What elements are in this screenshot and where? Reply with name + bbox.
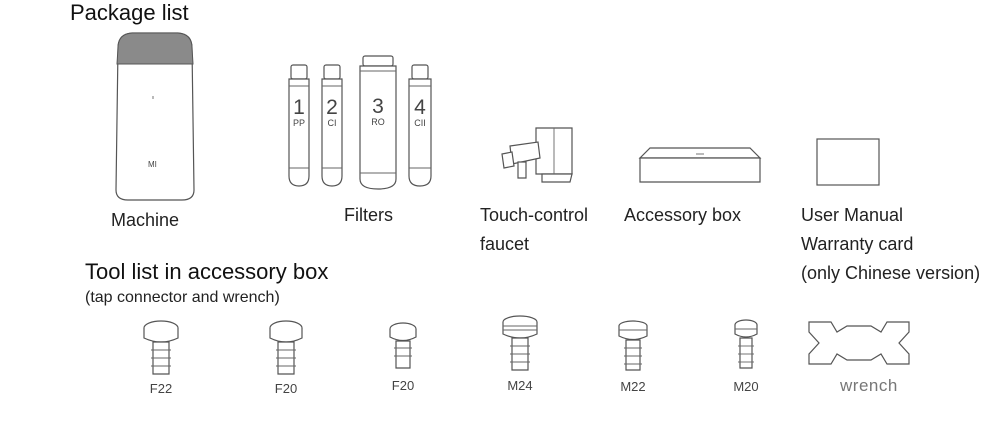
filter-icon-2: 2 CI xyxy=(321,64,343,187)
filter-code-4: CII xyxy=(414,118,426,128)
connector-label-5: M22 xyxy=(620,379,646,394)
accessory-box-label: Accessory box xyxy=(624,205,742,225)
connector-icon-m22 xyxy=(618,320,648,371)
manual-label-line2: Warranty card xyxy=(801,234,914,254)
manual-label-line3: (only Chinese version) xyxy=(801,263,981,283)
machine-icon: MI xyxy=(115,32,195,201)
connector-label-4: M24 xyxy=(507,378,533,393)
filter-code-1: PP xyxy=(293,118,305,128)
connector-icon-m20 xyxy=(734,319,758,369)
connector-icon-m24 xyxy=(502,315,538,371)
machine-logo: MI xyxy=(148,160,157,169)
tool-list-title: Tool list in accessory box xyxy=(85,259,329,284)
tool-list-subtitle: (tap connector and wrench) xyxy=(85,289,280,306)
manual-card-icon xyxy=(816,138,880,186)
machine-label: Machine xyxy=(111,210,180,230)
connector-label-6: M20 xyxy=(733,379,759,394)
faucet-label-line2: faucet xyxy=(480,234,530,254)
wrench-icon xyxy=(808,321,910,365)
filter-icon-3: 3 RO xyxy=(359,55,397,190)
wrench-label: wrench xyxy=(840,376,898,395)
filter-code-3: RO xyxy=(371,117,385,127)
filter-number-2: 2 xyxy=(326,96,338,119)
filter-code-2: CI xyxy=(328,118,337,128)
filter-number-4: 4 xyxy=(414,96,426,119)
faucet-label-line1: Touch-control xyxy=(480,205,589,225)
connector-icon-f22 xyxy=(143,320,179,375)
package-list-title: Package list xyxy=(70,0,189,25)
filter-icon-4: 4 CII xyxy=(408,64,432,187)
faucet-icon xyxy=(501,127,573,183)
connector-icon-f20 xyxy=(269,320,303,375)
filters-label: Filters xyxy=(344,205,393,225)
connector-icon-f20-small xyxy=(389,322,417,369)
accessory-box-icon xyxy=(638,147,762,183)
manual-label-line1: User Manual xyxy=(801,205,904,225)
connector-label-3: F20 xyxy=(391,378,415,393)
connector-label-1: F22 xyxy=(149,381,173,396)
filter-number-1: 1 xyxy=(293,96,305,119)
filter-number-3: 3 xyxy=(372,95,384,118)
filter-icon-1: 1 PP xyxy=(288,64,310,187)
connector-label-2: F20 xyxy=(274,381,298,396)
